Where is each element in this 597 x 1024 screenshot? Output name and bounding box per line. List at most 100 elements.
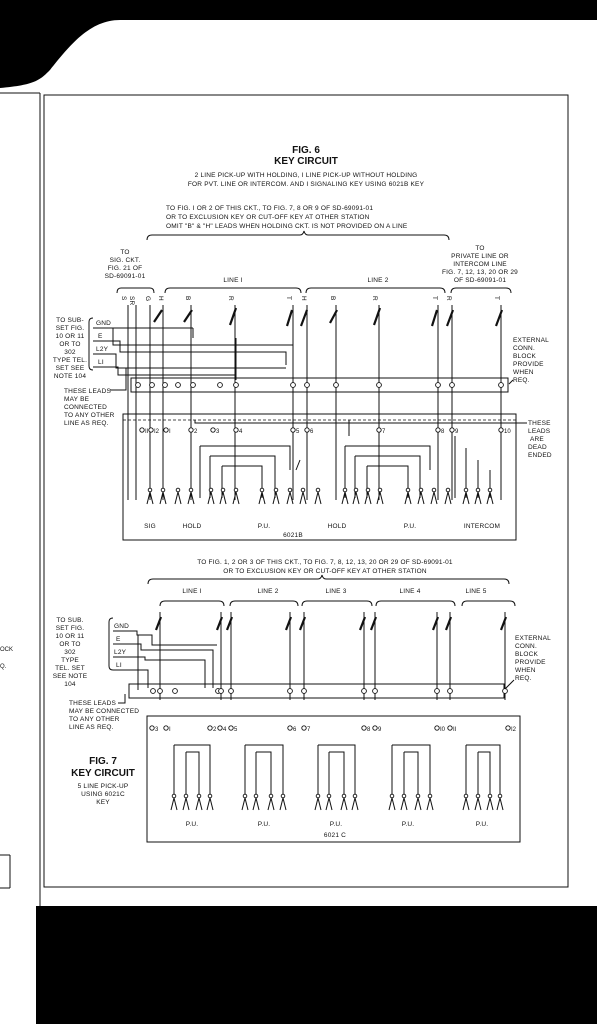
- fig7-external-3: PROVIDE: [515, 659, 546, 666]
- fig6-key-body: [122, 413, 517, 541]
- fig7-strip-terminal: [228, 688, 234, 694]
- fig6-contact-spring: [417, 491, 425, 505]
- fig7-strip-terminal: [361, 688, 367, 694]
- fig6-external-2: BLOCK: [513, 353, 537, 360]
- fig7-these-leads-2: TO ANY OTHER: [69, 716, 120, 723]
- fig6-to-private-3: FIG. 7, 12, 13, 20 OR 29: [442, 269, 518, 276]
- fig6-contact: [273, 487, 279, 493]
- fig6-strip-terminal: [376, 382, 382, 388]
- fig6-contact-spring: [219, 491, 227, 505]
- fig7-key-contact: [215, 616, 224, 631]
- fig7-key-terminal: [434, 725, 440, 731]
- fig6-contact: [300, 487, 306, 493]
- fig7-contact-spring: [414, 797, 422, 811]
- fig6-contact-spring: [364, 491, 372, 505]
- fig7-contact: [427, 793, 433, 799]
- fig6-section-intercom: INTERCOM: [464, 523, 500, 530]
- fig6-contact: [463, 487, 469, 493]
- fig7-contact-spring: [400, 797, 408, 811]
- fig6-to-private-2: INTERCOM LINE: [453, 261, 507, 268]
- fig7-contact: [463, 793, 469, 799]
- fig6-contact: [188, 487, 194, 493]
- fig6-key-b1: B: [184, 296, 191, 301]
- fig7-desc-1: USING 6021C: [81, 791, 125, 798]
- fig6-contact: [160, 487, 166, 493]
- fig7-strip-terminal: [372, 688, 378, 694]
- fig6-contact-spring: [146, 491, 154, 505]
- fig6-key-terminal-label: II: [145, 429, 149, 435]
- fig7-key-wiring: [173, 744, 501, 795]
- fig7-section-pu-3: P.U.: [330, 821, 343, 828]
- fig7-key-terminal: [287, 725, 293, 731]
- fig7-contact-spring: [314, 797, 322, 811]
- fig7-these-leads-1: MAY BE CONNECTED: [69, 708, 139, 715]
- fig6-contact-spring: [430, 491, 438, 505]
- fig7-key-contact: [369, 616, 378, 631]
- fig7-contact: [401, 793, 407, 799]
- fig7-key-terminal: [149, 725, 155, 731]
- fig6-key-type: 6021B: [283, 532, 303, 539]
- fig7-contact: [280, 793, 286, 799]
- fig6-lead-l2y: L2Y: [96, 346, 109, 353]
- fig6-contact-spring: [258, 491, 266, 505]
- fig6-contact: [315, 487, 321, 493]
- fig7-key-terminal: [447, 725, 453, 731]
- fig6-these-leads-1: MAY BE: [64, 396, 90, 403]
- fig7-contact: [326, 793, 332, 799]
- fig6-key-terminal: [163, 427, 169, 433]
- fig6-to-private-1: PRIVATE LINE OR: [451, 253, 509, 260]
- fig6-key-t3: T: [493, 296, 500, 300]
- fig6-dead-3: DEAD: [528, 444, 547, 451]
- fig7-subset-7: SEE NOTE: [53, 673, 88, 680]
- fig6-dead-4: ENDED: [528, 452, 552, 459]
- fig6-key-terminal-label: 4: [239, 429, 243, 435]
- fig7-contact: [183, 793, 189, 799]
- fig7-key-terminal-label: 6: [293, 727, 297, 733]
- fig6-external-5: REQ.: [513, 377, 530, 384]
- fig7-strip-terminal: [301, 688, 307, 694]
- fig6-contact-spring: [232, 491, 240, 505]
- fig7-contact: [389, 793, 395, 799]
- fig6-contact: [377, 487, 383, 493]
- fig6-contact-spring: [352, 491, 360, 505]
- fig7-key-terminal-label: I: [169, 727, 171, 733]
- fig7-these-leads-3: LINE AS REQ.: [69, 724, 114, 731]
- fig7-external-0: EXTERNAL: [515, 635, 551, 642]
- fig6-contact-spring: [286, 491, 294, 505]
- fig7-section-pu-5: P.U.: [476, 821, 489, 828]
- fig7-contact: [242, 793, 248, 799]
- fig6-key-terminal-label: 2: [194, 429, 198, 435]
- fig6-contact-spring: [207, 491, 215, 505]
- fig6-key-terminal: [139, 427, 145, 433]
- fig6-subtitle: KEY CIRCUIT: [274, 156, 338, 167]
- fig7-note-2: OR TO EXCLUSION KEY OR CUT-OFF KEY AT OT…: [223, 568, 427, 575]
- fig6-strip-terminal: [290, 382, 296, 388]
- fig6-key-terminal: [188, 427, 194, 433]
- fig7-contact: [341, 793, 347, 799]
- fig7-contact: [497, 793, 503, 799]
- fig6-section-pu-1: P.U.: [258, 523, 271, 530]
- fig6-these-leads-4: LINE AS REQ.: [64, 420, 109, 427]
- fig6-contact: [342, 487, 348, 493]
- fig7-key-terminal: [372, 725, 378, 731]
- fig7-external-5: REQ.: [515, 675, 532, 682]
- fig6-key-terminal: [290, 427, 296, 433]
- fig7-contact-spring: [170, 797, 178, 811]
- fig6-contact-spring: [174, 491, 182, 505]
- fig6-key-g: G: [144, 296, 151, 301]
- fig6-key-terminal-label: 8: [441, 429, 445, 435]
- fig7-key-terminal: [207, 725, 213, 731]
- fig7-contact: [196, 793, 202, 799]
- fig6-vertical-leads: [127, 305, 504, 500]
- fig6-section-pu-2: P.U.: [404, 523, 417, 530]
- fig7-key-contact: [444, 616, 453, 631]
- fig7-strip-terminal: [447, 688, 453, 694]
- fig6-contact-spring: [404, 491, 412, 505]
- fig6-contact-spring: [341, 491, 349, 505]
- fig6-strip-terminal: [449, 382, 455, 388]
- fig6-key-terminal: [435, 427, 441, 433]
- fig7-key-terminal: [217, 725, 223, 731]
- fig7-contact: [352, 793, 358, 799]
- fig7-subset-3: OR TO: [59, 641, 80, 648]
